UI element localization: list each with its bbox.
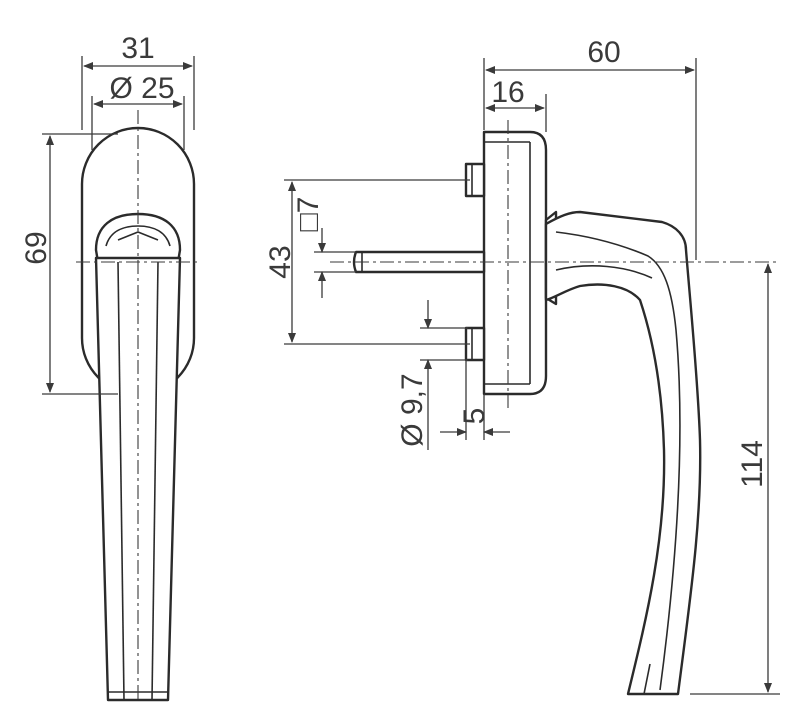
depth-16-dimension-label: 16: [491, 76, 524, 109]
width-dimension-label: 31: [121, 32, 154, 65]
rosette-height-dimension-label: 69: [20, 231, 53, 264]
side-rosette-plate: [482, 130, 548, 396]
front-view: 31 Ø 25 69: [20, 32, 200, 702]
handle-lever: [544, 210, 702, 696]
screw-spacing-dimension-label: 43: [264, 245, 297, 278]
diameter-dimension-label: Ø 25: [109, 72, 174, 105]
screw-dim-label: 5: [458, 408, 491, 425]
spindle-square-label: □7: [292, 197, 325, 232]
screw-hole-dimension-label: Ø 9,7: [396, 373, 429, 446]
handle-length-dimension-label: 114: [736, 440, 769, 488]
side-view: 60 16 43 □7 Ø 9,7 5 114: [264, 36, 780, 696]
depth-60-dimension-label: 60: [587, 36, 620, 69]
